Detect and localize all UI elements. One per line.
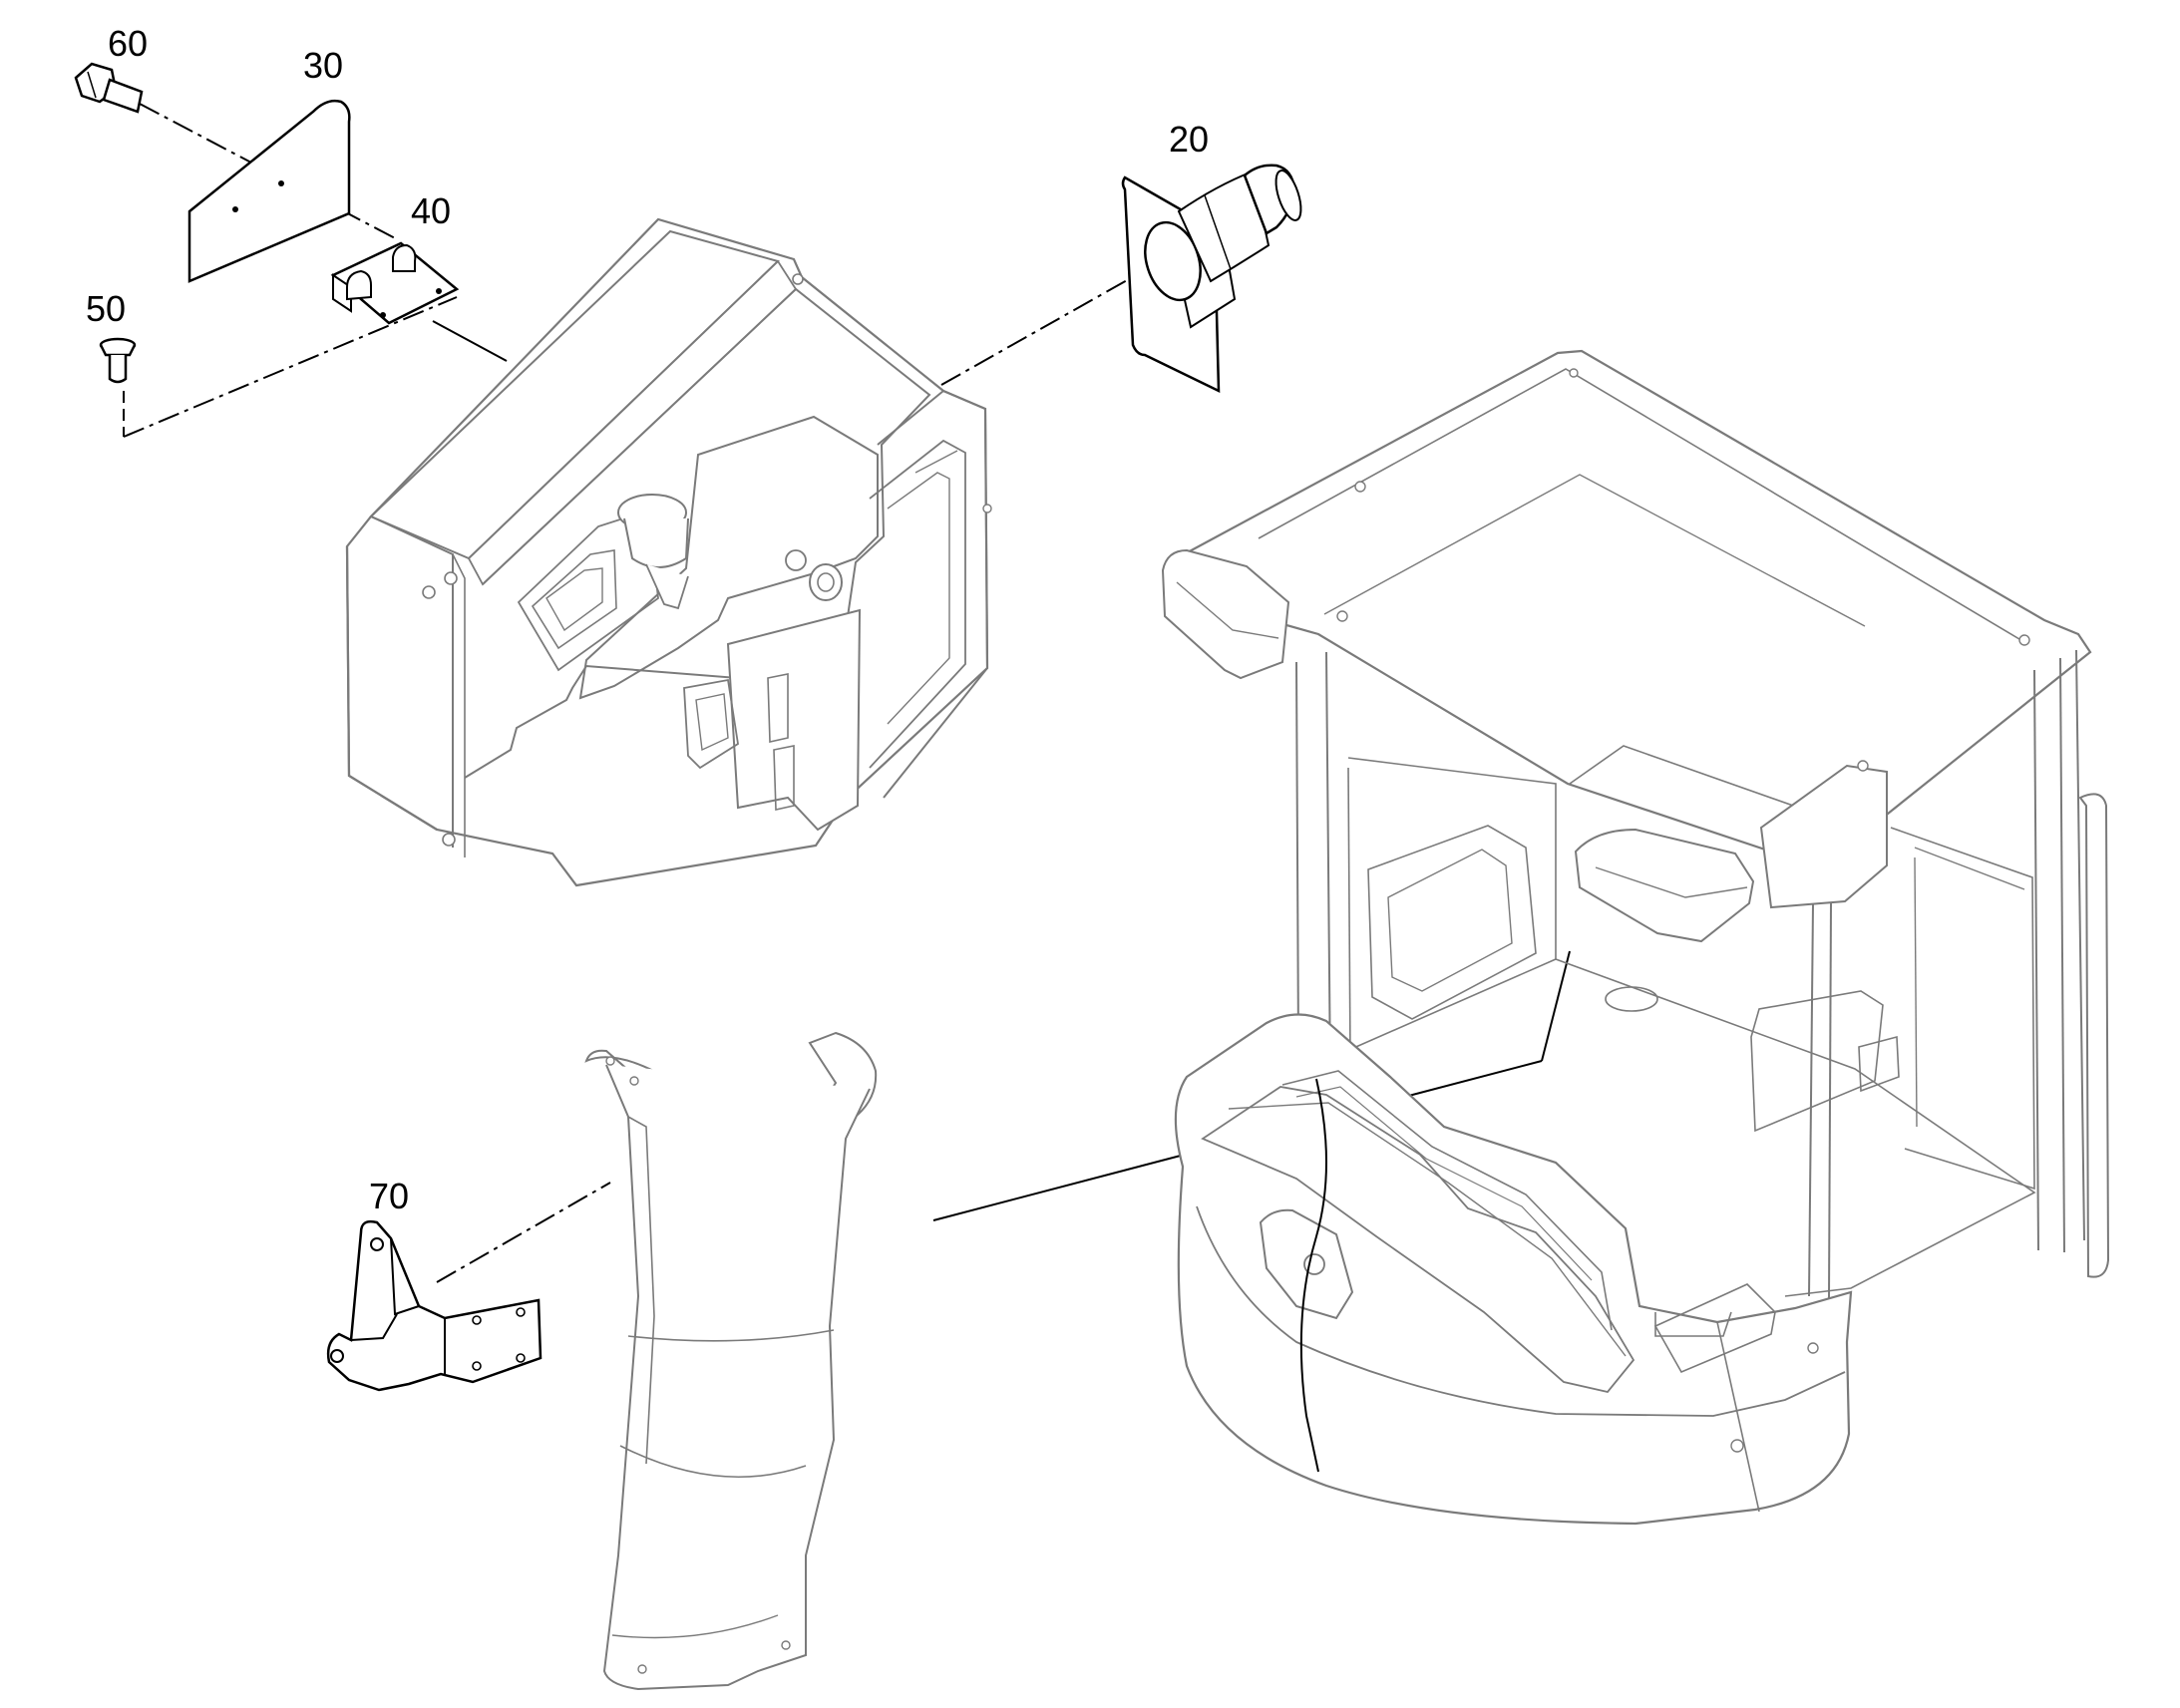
part-20-socket [1121, 164, 1302, 394]
callout-60: 60 [108, 23, 148, 64]
part-30-plate [187, 99, 351, 283]
callout-20: 20 [1169, 119, 1209, 160]
part-60-bolt [74, 62, 144, 114]
callout-70: 70 [369, 1176, 409, 1216]
leader-20-to-console [940, 278, 1130, 386]
part-40-bracket [330, 241, 460, 325]
callout-30: 30 [303, 45, 343, 86]
part-70-bracket [326, 1219, 543, 1392]
callout-40: 40 [411, 190, 451, 231]
leader-40-to-console [432, 320, 508, 362]
console-assembly [345, 217, 992, 887]
cab-frame-assembly [1161, 349, 2110, 1526]
side-cover-panel [584, 1031, 878, 1691]
part-50-screw [99, 337, 137, 384]
leader-50-to-40 [123, 296, 458, 438]
leader-cab-hook [1541, 950, 1571, 1062]
leader-70-to-panel [436, 1182, 611, 1283]
callout-50: 50 [86, 288, 126, 329]
